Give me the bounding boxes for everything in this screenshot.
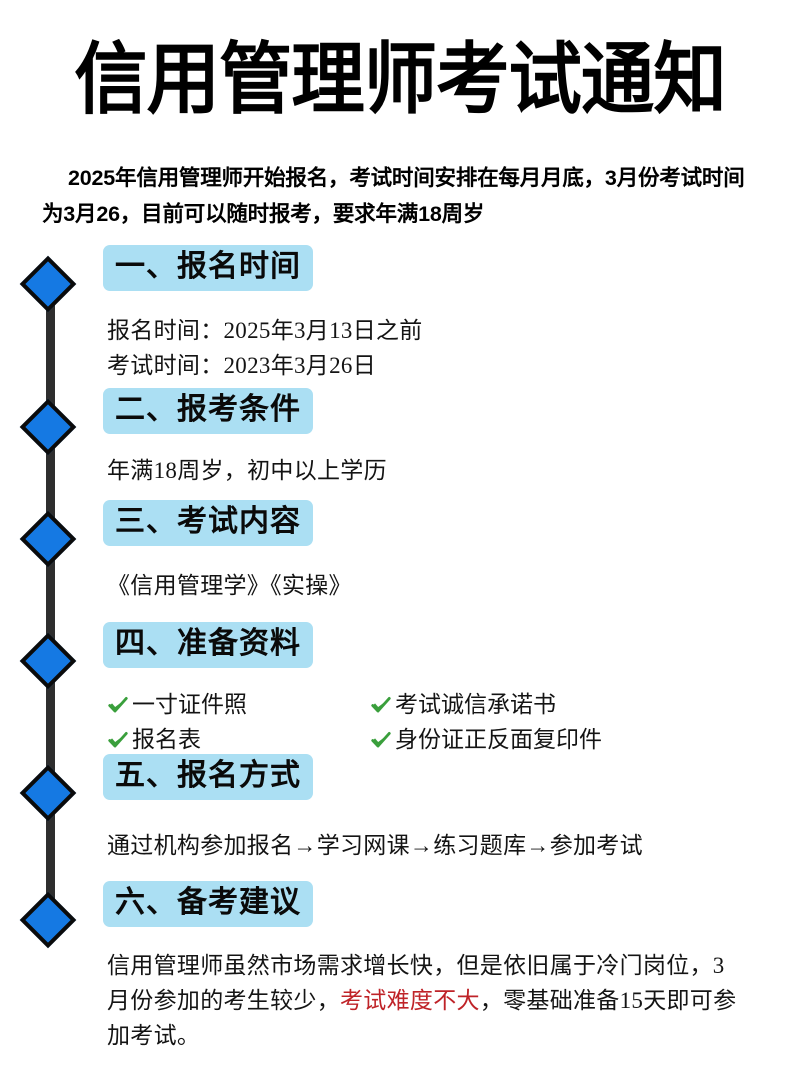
diamond-marker-icon <box>19 510 77 568</box>
checklist-item-label: 一寸证件照 <box>132 692 247 717</box>
section-3-body: 《信用管理学》《实操》 <box>107 573 352 598</box>
section-4-heading: 四、准备资料 <box>103 622 313 668</box>
checklist-column-right: 考试诚信承诺书身份证正反面复印件 <box>370 687 602 757</box>
check-icon <box>370 687 394 722</box>
diamond-marker-icon <box>19 632 77 690</box>
diamond-marker-icon <box>19 255 77 313</box>
section-6-body: 信用管理师虽然市场需求增长快，但是依旧属于冷门岗位，3月份参加的考生较少，考试难… <box>107 948 747 1053</box>
section-1-body: 报名时间：2025年3月13日之前 考试时间：2023年3月26日 <box>107 318 423 378</box>
section-2-body: 年满18周岁，初中以上学历 <box>107 458 387 483</box>
diamond-marker-icon <box>19 764 77 822</box>
section-6-heading: 六、备考建议 <box>103 881 313 927</box>
checklist-item-label: 考试诚信承诺书 <box>395 692 556 717</box>
checklist-item: 报名表 <box>107 722 247 757</box>
checklist-item-label: 身份证正反面复印件 <box>395 727 602 752</box>
checklist-item: 一寸证件照 <box>107 687 247 722</box>
check-icon <box>370 722 394 757</box>
section-3-heading: 三、考试内容 <box>103 500 313 546</box>
diamond-marker-icon <box>19 398 77 456</box>
checklist-column-left: 一寸证件照报名表 <box>107 687 247 757</box>
section-6-body-emphasis: 考试难度不大 <box>340 988 480 1013</box>
section-5-heading: 五、报名方式 <box>103 754 313 800</box>
page-title: 信用管理师考试通知 <box>74 36 726 123</box>
section-1-heading: 一、报名时间 <box>103 245 313 291</box>
check-icon <box>107 722 131 757</box>
page-subtitle: 2025年信用管理师开始报名，考试时间安排在每月月底，3月份考试时间为3月26，… <box>42 166 745 226</box>
section-6-body-part1: 信用管理师虽然市场需求增长快，但是依旧属于冷门岗位，3月份参加的考生较少， <box>107 953 725 1013</box>
section-5-body: 通过机构参加报名→学习网课→练习题库→参加考试 <box>107 833 643 858</box>
checklist-item-label: 报名表 <box>132 727 201 752</box>
diamond-marker-icon <box>19 891 77 949</box>
section-6-body-part2: ，零基础准备15天即可参加考试。 <box>107 988 737 1048</box>
checklist-item: 考试诚信承诺书 <box>370 687 602 722</box>
section-2-heading: 二、报考条件 <box>103 388 313 434</box>
checklist-item: 身份证正反面复印件 <box>370 722 602 757</box>
check-icon <box>107 687 131 722</box>
timeline-rail <box>46 280 55 912</box>
